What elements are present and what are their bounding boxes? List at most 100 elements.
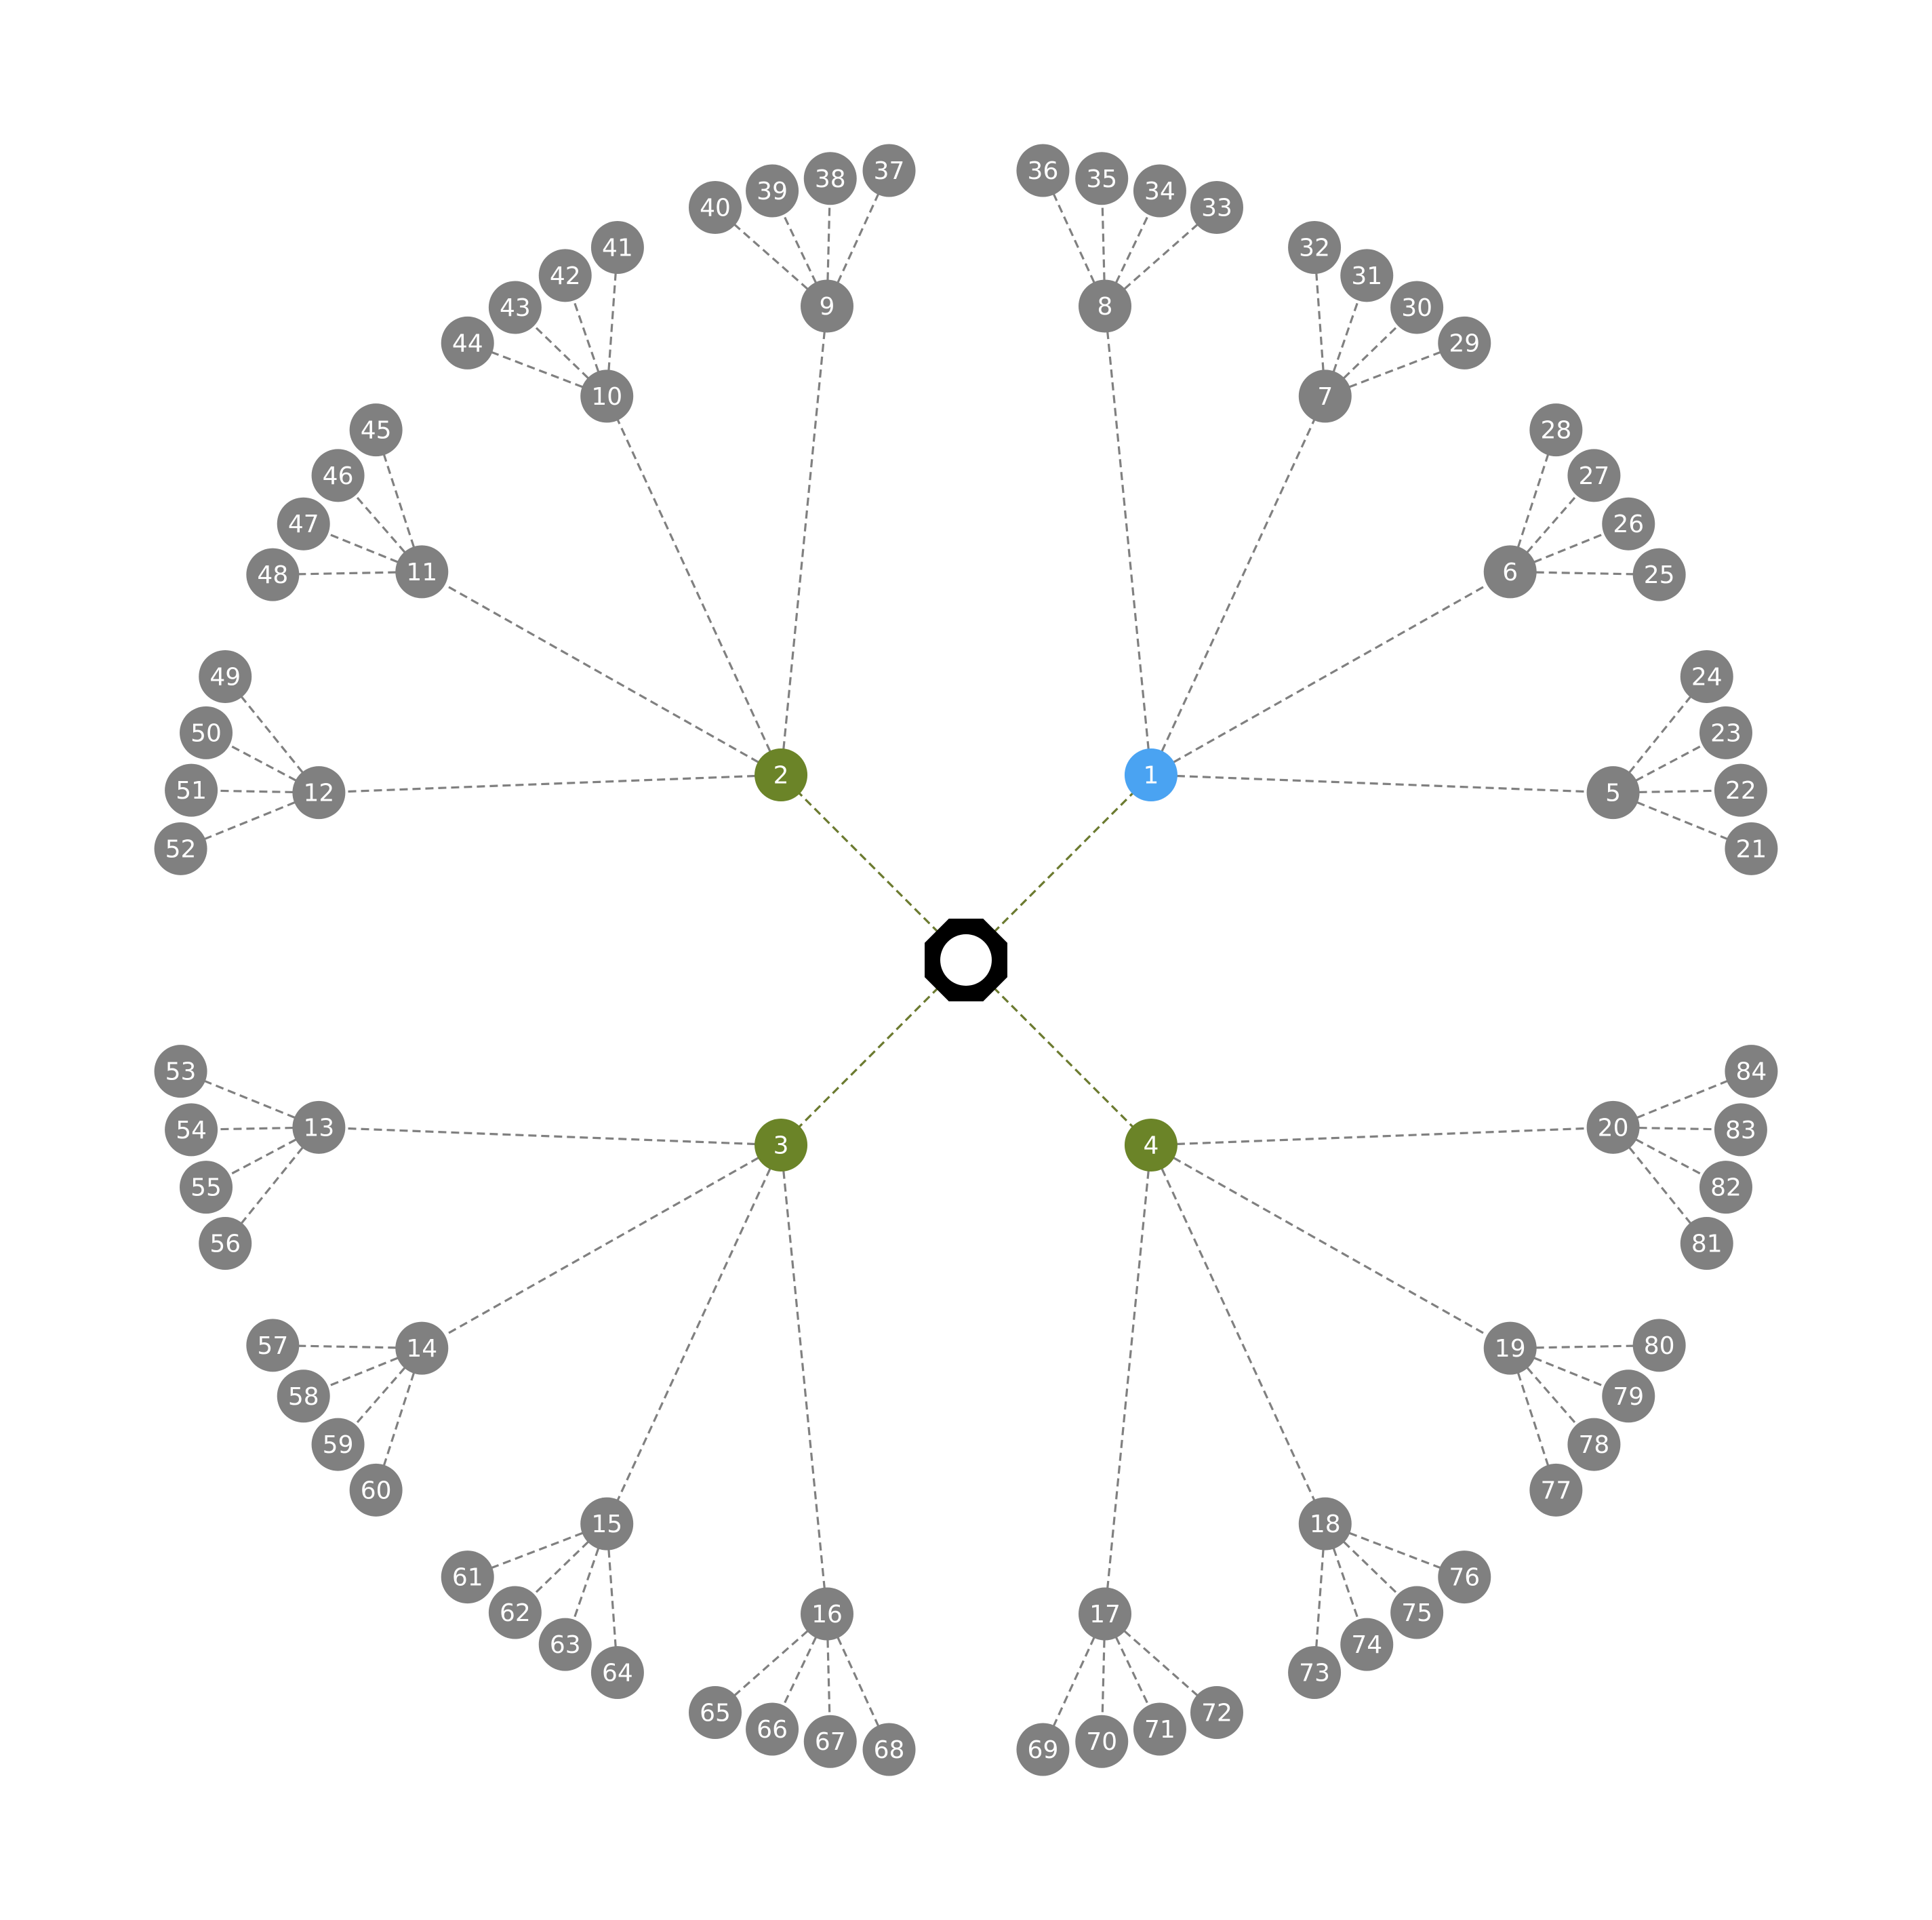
- edge-2-10: [605, 395, 782, 776]
- node-10: 10: [580, 369, 634, 423]
- node-81: 81: [1680, 1217, 1733, 1271]
- node-circle: [1483, 545, 1537, 599]
- node-label: 71: [1144, 1716, 1175, 1744]
- node-label: 72: [1201, 1699, 1232, 1727]
- node-label: 1: [1143, 762, 1159, 790]
- node-circle: [1529, 1463, 1583, 1517]
- node-label: 56: [209, 1231, 241, 1258]
- node-circle: [1075, 1715, 1129, 1768]
- center-octagon-icon: [925, 919, 1007, 1001]
- node-39: 39: [746, 164, 799, 218]
- edge-center-3: [780, 959, 967, 1146]
- edge-2-12: [319, 774, 782, 794]
- node-label: 39: [757, 178, 788, 205]
- node-60: 60: [349, 1463, 403, 1517]
- node-22: 22: [1714, 763, 1767, 817]
- node-label: 70: [1086, 1728, 1117, 1756]
- node-label: 32: [1299, 234, 1330, 262]
- node-33: 33: [1190, 181, 1243, 235]
- node-label: 84: [1736, 1058, 1767, 1086]
- node-circle: [862, 1723, 916, 1776]
- node-label: 41: [602, 234, 633, 262]
- node-label: 19: [1495, 1335, 1526, 1363]
- node-label: 11: [406, 559, 437, 586]
- node-58: 58: [277, 1369, 330, 1423]
- node-63: 63: [538, 1618, 592, 1671]
- node-29: 29: [1438, 316, 1491, 369]
- node-circle: [1438, 1551, 1491, 1604]
- node-69: 69: [1016, 1723, 1070, 1776]
- node-label: 3: [773, 1132, 789, 1159]
- node-label: 23: [1710, 719, 1742, 747]
- node-72: 72: [1190, 1685, 1243, 1739]
- octagon-hole: [940, 934, 992, 986]
- node-79: 79: [1602, 1369, 1655, 1423]
- node-67: 67: [803, 1715, 857, 1768]
- node-label: 62: [500, 1599, 531, 1627]
- node-label: 42: [550, 262, 581, 290]
- node-76: 76: [1438, 1551, 1491, 1604]
- node-circle: [746, 1702, 799, 1756]
- node-label: 6: [1502, 559, 1518, 586]
- node-label: 81: [1691, 1231, 1723, 1258]
- node-circle: [1602, 497, 1655, 551]
- node-circle: [689, 181, 742, 235]
- node-label: 43: [500, 294, 531, 322]
- node-circle: [1483, 1321, 1537, 1375]
- node-label: 69: [1028, 1736, 1059, 1764]
- node-circle: [580, 1497, 634, 1551]
- node-circle: [311, 1418, 365, 1471]
- node-27: 27: [1567, 449, 1621, 502]
- node-circle: [1075, 152, 1129, 205]
- edge-center-2: [780, 774, 967, 961]
- edge-2-9: [780, 306, 828, 776]
- node-62: 62: [488, 1586, 542, 1639]
- node-label: 44: [452, 329, 483, 357]
- node-label: 68: [874, 1736, 905, 1764]
- node-label: 51: [176, 777, 207, 805]
- edge-4-18: [1150, 1144, 1327, 1525]
- node-circle: [488, 1586, 542, 1639]
- node-circle: [1725, 822, 1778, 875]
- node-label: 5: [1605, 780, 1621, 807]
- node-53: 53: [154, 1045, 207, 1098]
- node-circle: [1586, 766, 1640, 820]
- node-circle: [1725, 1045, 1778, 1098]
- node-label: 22: [1725, 777, 1756, 805]
- node-77: 77: [1529, 1463, 1583, 1517]
- node-circle: [1133, 164, 1186, 218]
- node-circle: [1567, 1418, 1621, 1471]
- node-70: 70: [1075, 1715, 1129, 1768]
- node-74: 74: [1340, 1618, 1394, 1671]
- node-17: 17: [1079, 1587, 1132, 1641]
- node-label: 48: [257, 561, 288, 589]
- node-label: 80: [1644, 1332, 1675, 1360]
- node-circle: [1124, 1118, 1178, 1172]
- node-label: 21: [1736, 835, 1767, 863]
- node-circle: [1340, 1618, 1394, 1671]
- node-circle: [1602, 1369, 1655, 1423]
- node-25: 25: [1632, 548, 1686, 601]
- edge-1-7: [1150, 395, 1327, 776]
- node-circle: [538, 1618, 592, 1671]
- node-circle: [1016, 144, 1070, 197]
- node-41: 41: [590, 220, 644, 274]
- node-circle: [1438, 316, 1491, 369]
- node-82: 82: [1699, 1161, 1752, 1214]
- node-label: 37: [874, 157, 905, 185]
- node-circle: [1699, 1161, 1752, 1214]
- node-circle: [292, 1100, 346, 1154]
- node-label: 29: [1449, 329, 1480, 357]
- edge-4-19: [1150, 1144, 1511, 1349]
- node-circle: [800, 1587, 853, 1641]
- node-circle: [1133, 1702, 1186, 1756]
- node-7: 7: [1298, 369, 1352, 423]
- node-circle: [746, 164, 799, 218]
- node-37: 37: [862, 144, 916, 197]
- node-6: 6: [1483, 545, 1537, 599]
- node-circle: [1390, 1586, 1444, 1639]
- node-21: 21: [1725, 822, 1778, 875]
- node-circle: [1680, 649, 1733, 703]
- node-label: 66: [757, 1716, 788, 1744]
